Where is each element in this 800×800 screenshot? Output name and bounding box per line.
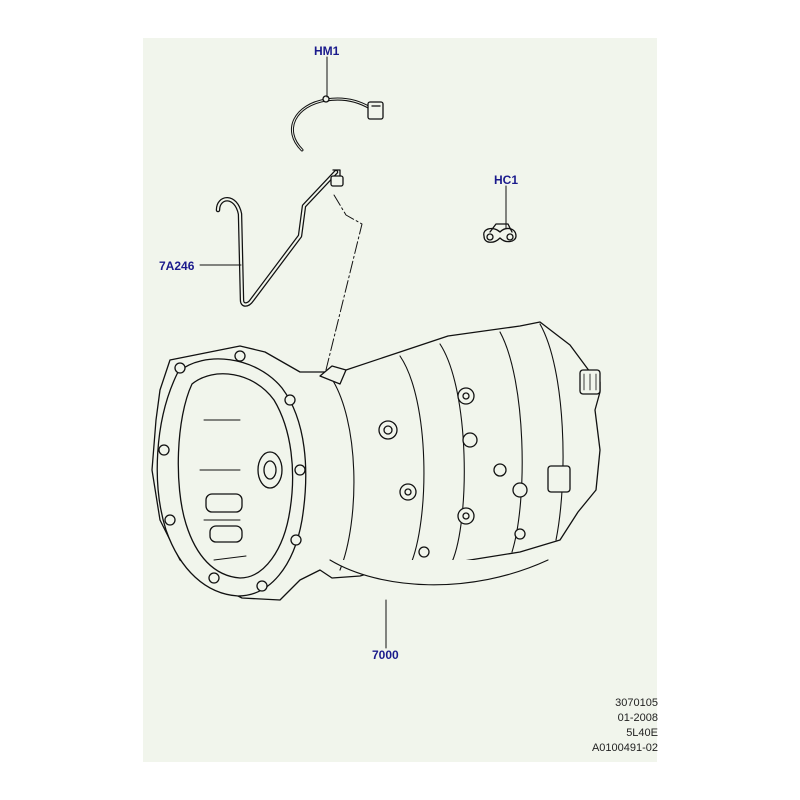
transmission-7000	[151, 321, 601, 601]
callout-hc1[interactable]: HC1	[494, 173, 519, 187]
leader-lines	[199, 56, 507, 649]
illustration-id: A0100491-02	[591, 742, 658, 754]
tube-7a246	[215, 169, 344, 307]
clip-hc1	[483, 223, 517, 243]
harness-connector-hm1	[291, 95, 384, 152]
connection-line	[323, 194, 363, 379]
model-code: 5L40E	[626, 727, 658, 739]
callout-7a246[interactable]: 7A246	[159, 259, 195, 273]
callout-hm1[interactable]: HM1	[314, 44, 340, 58]
reference-number: 3070105	[615, 697, 658, 709]
callout-7000[interactable]: 7000	[372, 648, 399, 662]
date-code: 01-2008	[617, 712, 658, 724]
